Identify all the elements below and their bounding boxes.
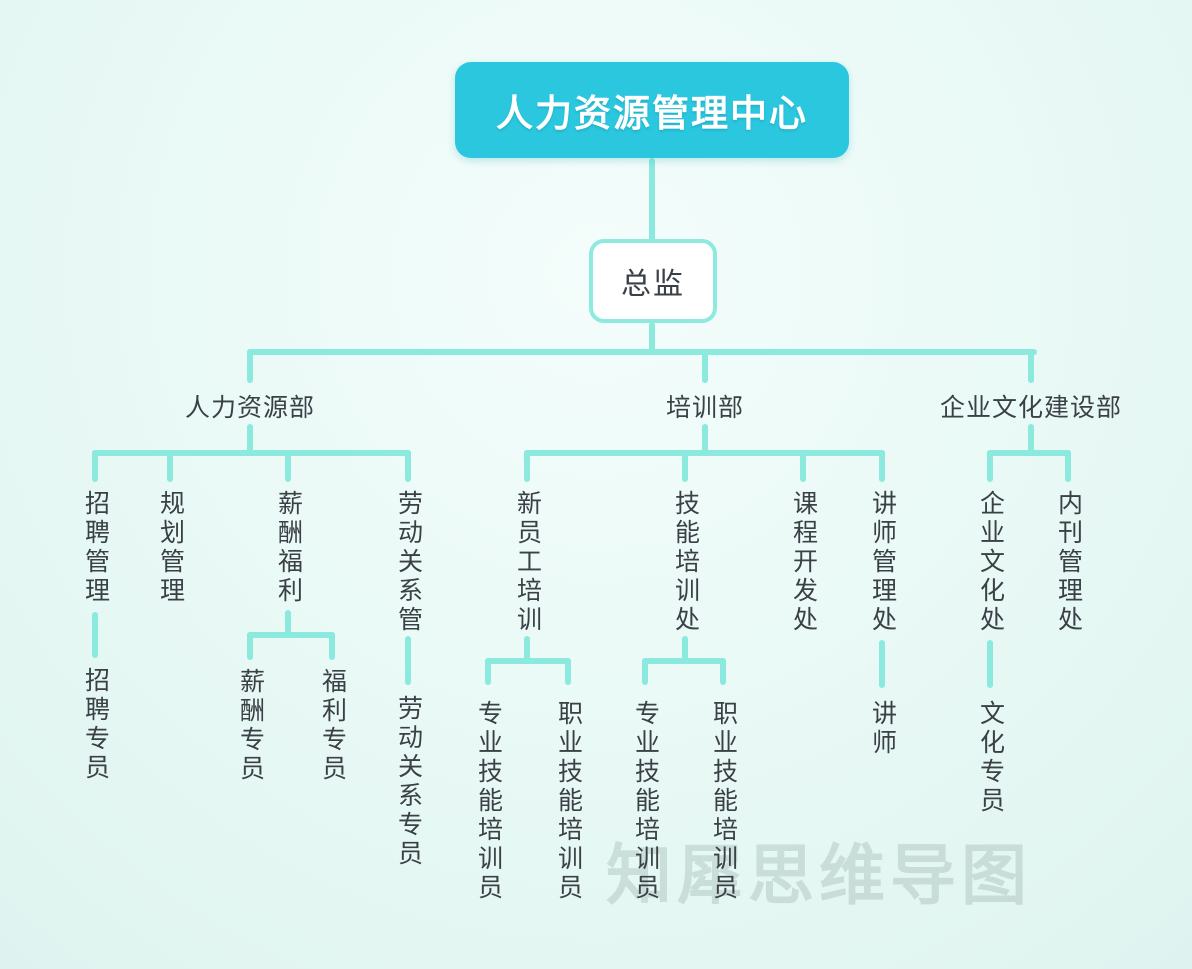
connector-drop-journal [1065,450,1071,482]
connector-director-stub [649,322,655,353]
node-dept-culture[interactable]: 企业文化建设部 [939,394,1123,422]
node-office-course[interactable]: 课程开发处 [789,490,818,635]
connector-newstaff-stub [524,636,530,663]
connector-training-horizontal [524,450,885,456]
connector-drop-welfare [329,632,335,660]
connector-drop-labor [405,450,411,482]
node-staff-newstaff-voc-trainer[interactable]: 职业技能培训员 [554,700,583,903]
node-staff-newstaff-pro-trainer[interactable]: 专业技能培训员 [474,700,503,903]
node-director[interactable]: 总监 [589,239,717,323]
connector-newstaff-horizontal [485,658,571,664]
connector-root-director [649,158,655,242]
connector-drop-planning [167,450,173,482]
node-staff-skill-voc-trainer[interactable]: 职业技能培训员 [709,700,738,903]
connector-drop-skill-voc [720,658,726,685]
connector-training-stub [702,424,708,453]
node-dept-training[interactable]: 培训部 [665,394,745,422]
node-office-journal[interactable]: 内刊管理处 [1054,490,1083,635]
connector-drop-skill [682,450,688,482]
connector-drop-hr-dept [247,349,253,383]
connector-drop-newstaff [524,450,530,482]
node-office-culture[interactable]: 企业文化处 [976,490,1005,635]
connector-drop-salary [247,632,253,660]
connector-culture-office-specialist [987,640,993,688]
connector-lecturer-office-lecturer [879,640,885,688]
connector-hr-horizontal [92,450,411,456]
connector-drop-course [800,450,806,482]
node-office-compensation[interactable]: 薪酬福利 [274,490,303,606]
connector-culture-horizontal [987,450,1071,456]
node-staff-lecturer[interactable]: 讲师 [868,700,897,758]
node-office-newstaff[interactable]: 新员工培训 [513,490,542,635]
node-dept-hr[interactable]: 人力资源部 [184,394,316,422]
connector-skill-stub [682,636,688,663]
connector-drop-culture-office [987,450,993,482]
node-office-recruit[interactable]: 招聘管理 [81,490,110,606]
node-root[interactable]: 人力资源管理中心 [455,62,849,158]
node-office-lecturer-mgmt[interactable]: 讲师管理处 [868,490,897,635]
connector-drop-training-dept [702,349,708,383]
connector-labor-specialist [405,636,411,685]
connector-drop-skill-pro [642,658,648,685]
watermark-text: 知犀思维导图 [606,838,1032,912]
node-staff-salary-specialist[interactable]: 薪酬专员 [236,668,265,784]
node-staff-labor-specialist[interactable]: 劳动关系专员 [394,695,423,869]
connector-recruit-specialist [92,612,98,658]
connector-drop-newstaff-voc [565,658,571,685]
node-director-label: 总监 [621,268,685,301]
connector-departments-horizontal [247,349,1037,355]
connector-compensation-horizontal [247,632,335,638]
node-staff-recruit-specialist[interactable]: 招聘专员 [81,667,110,783]
connector-skill-horizontal [642,658,726,664]
connector-drop-culture-dept [1028,349,1034,383]
node-office-labor[interactable]: 劳动关系管 [394,490,423,635]
node-root-label: 人力资源管理中心 [496,93,808,134]
node-office-skill[interactable]: 技能培训处 [671,490,700,635]
node-office-planning[interactable]: 规划管理 [156,490,185,606]
connector-hr-stub [247,424,253,453]
connector-culture-stub [1028,424,1034,453]
connector-drop-compensation [285,450,291,482]
node-staff-culture-specialist[interactable]: 文化专员 [976,700,1005,816]
node-staff-welfare-specialist[interactable]: 福利专员 [318,668,347,784]
connector-drop-lecturer-office [879,450,885,482]
connector-compensation-stub [285,610,291,637]
connector-drop-newstaff-pro [485,658,491,685]
node-staff-skill-pro-trainer[interactable]: 专业技能培训员 [631,700,660,903]
connector-drop-recruit [92,450,98,482]
